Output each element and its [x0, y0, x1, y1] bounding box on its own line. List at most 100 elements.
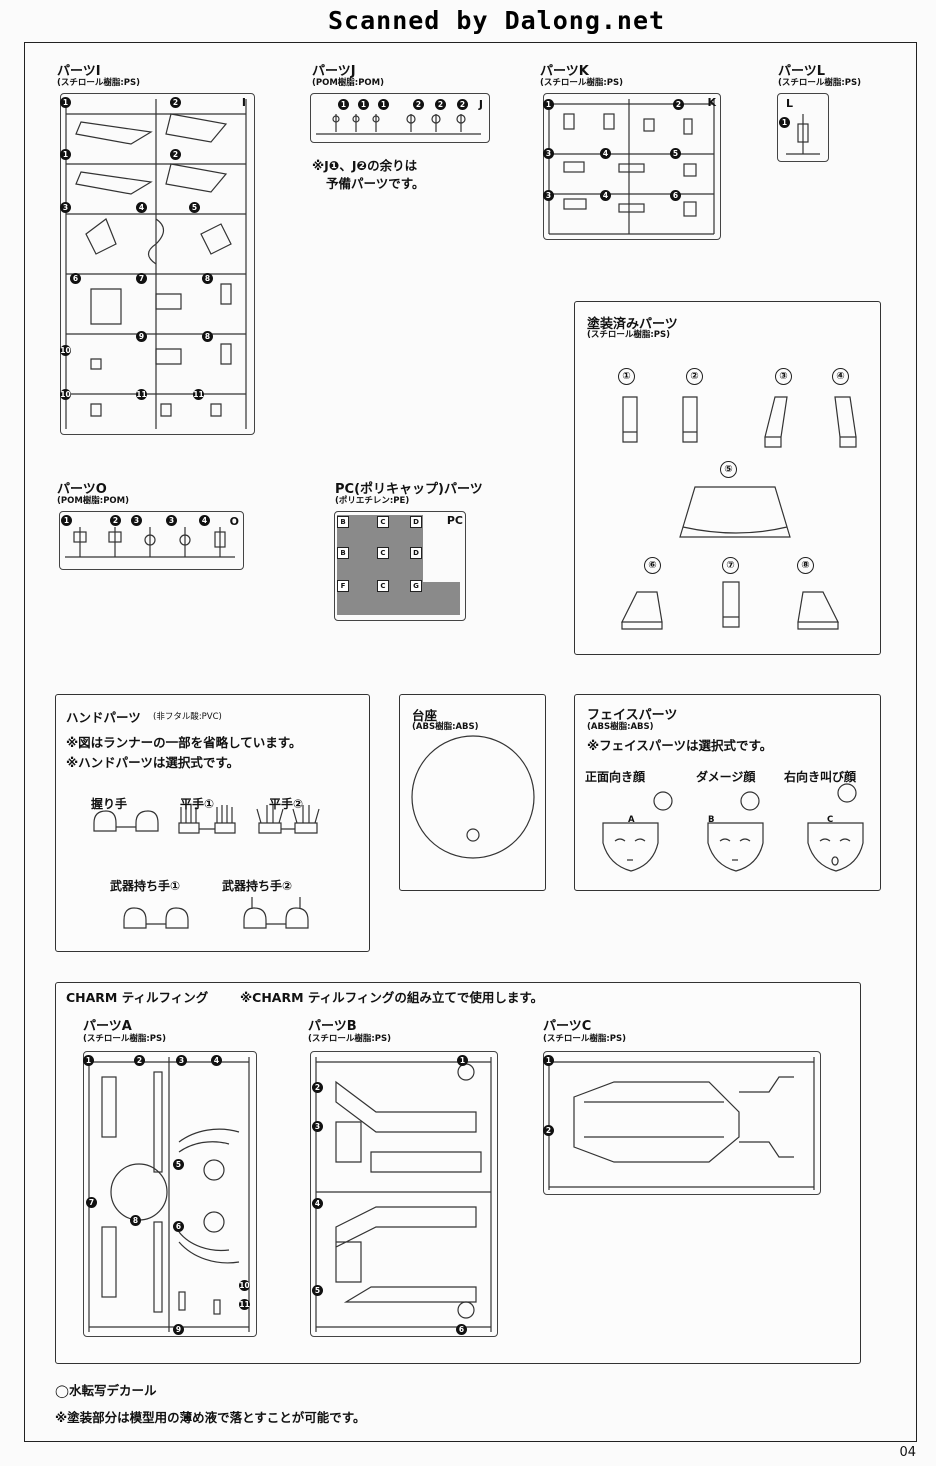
painted-parts-panel [574, 301, 881, 655]
part-number: 2 [413, 99, 424, 110]
face-parts-title: フェイスパーツ [587, 708, 678, 723]
charm-parts-c-material: (スチロール樹脂:PS) [543, 1034, 627, 1044]
painted-part-number: ② [686, 368, 703, 385]
part-number: 2 [170, 149, 181, 160]
painted-part-number: ③ [775, 368, 792, 385]
part-number: 1 [543, 1055, 554, 1066]
parts-k-runner-drawing [548, 99, 715, 235]
parts-j-runner: J [310, 93, 490, 143]
pc-part-label: B [337, 516, 349, 528]
parts-i-letter: I [241, 96, 246, 109]
parts-i-runner: I [60, 93, 255, 435]
painted-parts-material: (スチロール樹脂:PS) [587, 330, 671, 340]
part-number: 4 [136, 202, 147, 213]
charm-parts-b-title: パーツB [308, 1019, 357, 1034]
painted-part-number: ⑤ [720, 461, 737, 478]
part-number: 1 [338, 99, 349, 110]
part-number: 2 [673, 99, 684, 110]
parts-j-material: (POM樹脂:POM) [312, 78, 384, 88]
part-number: 2 [457, 99, 468, 110]
face-parts-note: ※フェイスパーツは選択式です。 [587, 738, 773, 753]
charm-title: CHARM ティルフィング [66, 990, 209, 1005]
part-number: 1 [60, 97, 71, 108]
charm-parts-c-runner [543, 1051, 821, 1195]
painted-parts-title: 塗装済みパーツ [587, 317, 678, 332]
part-number: 3 [543, 190, 554, 201]
part-number: 8 [130, 1215, 141, 1226]
part-number: 1 [358, 99, 369, 110]
pc-part-label: C [377, 547, 389, 559]
part-number: 1 [543, 99, 554, 110]
part-number: 3 [312, 1121, 323, 1132]
hand-parts-panel [55, 694, 370, 952]
parts-l-runner-drawing [786, 114, 820, 155]
part-number: 6 [70, 273, 81, 284]
face-type-label: 右向き叫び顔 [784, 770, 857, 784]
parts-j-runner-drawing [316, 114, 481, 135]
hand-type-label: 武器持ち手② [222, 879, 293, 893]
parts-k-letter: K [707, 96, 716, 109]
painted-part-number: ⑥ [644, 557, 661, 574]
part-number: 11 [136, 389, 147, 400]
charm-parts-a-drawing [88, 1057, 250, 1332]
parts-k-material: (スチロール樹脂:PS) [540, 78, 624, 88]
parts-pc-letter: PC [446, 514, 463, 527]
parts-j-letter: J [478, 98, 483, 111]
part-number: 6 [670, 190, 681, 201]
part-number: 1 [83, 1055, 94, 1066]
part-number: 4 [211, 1055, 222, 1066]
part-number: 1 [779, 117, 790, 128]
face-type-label: 正面向き顔 [585, 770, 646, 784]
face-parts-panel [574, 694, 881, 891]
part-number: 4 [600, 148, 611, 159]
pc-part-label: C [377, 580, 389, 592]
part-number: 2 [170, 97, 181, 108]
painted-part-number: ⑦ [722, 557, 739, 574]
parts-j-title: パーツJ [312, 64, 356, 79]
part-number: 4 [600, 190, 611, 201]
pc-part-label: C [377, 516, 389, 528]
charm-panel [55, 982, 861, 1364]
part-number: 8 [202, 331, 213, 342]
parts-pc-runner: PC [334, 511, 466, 621]
part-number: 1 [378, 99, 389, 110]
part-number: 10 [239, 1280, 250, 1291]
part-number: 2 [312, 1082, 323, 1093]
part-number: 4 [312, 1198, 323, 1209]
face-tag: A [628, 815, 635, 825]
part-number: 5 [189, 202, 200, 213]
parts-k-title: パーツK [540, 64, 589, 79]
base-panel [399, 694, 546, 891]
hand-type-label: 平手② [269, 797, 304, 811]
parts-l-title: パーツL [778, 64, 826, 79]
part-number: 10 [60, 389, 71, 400]
hand-type-label: 平手① [180, 797, 215, 811]
part-number: 9 [173, 1324, 184, 1335]
part-number: 4 [199, 515, 210, 526]
painted-parts-drawing [621, 396, 857, 630]
pc-part-label: D [410, 547, 422, 559]
part-number: 5 [670, 148, 681, 159]
part-number: 1 [61, 515, 72, 526]
face-tag: C [827, 815, 834, 825]
part-number: 6 [456, 1324, 467, 1335]
pc-part-label: F [337, 580, 349, 592]
pc-gray-area [337, 515, 423, 615]
part-number: 1 [457, 1055, 468, 1066]
parts-o-letter: O [229, 515, 239, 528]
charm-parts-c-drawing [548, 1057, 815, 1190]
parts-i-runner-drawing [65, 99, 247, 429]
decal-label: ◯水転写デカール [55, 1383, 157, 1398]
part-number: 2 [543, 1125, 554, 1136]
painted-part-number: ① [618, 368, 635, 385]
parts-o-title: パーツO [57, 482, 107, 497]
part-number: 3 [543, 148, 554, 159]
part-number: 3 [166, 515, 177, 526]
page-frame [24, 42, 917, 1442]
part-number: 11 [193, 389, 204, 400]
parts-l-letter: L [786, 97, 794, 110]
painted-part-number: ⑧ [797, 557, 814, 574]
part-number: 3 [176, 1055, 187, 1066]
hand-parts-note1: ※図はランナーの一部を省略しています。 [66, 735, 302, 750]
part-number: 10 [60, 345, 71, 356]
